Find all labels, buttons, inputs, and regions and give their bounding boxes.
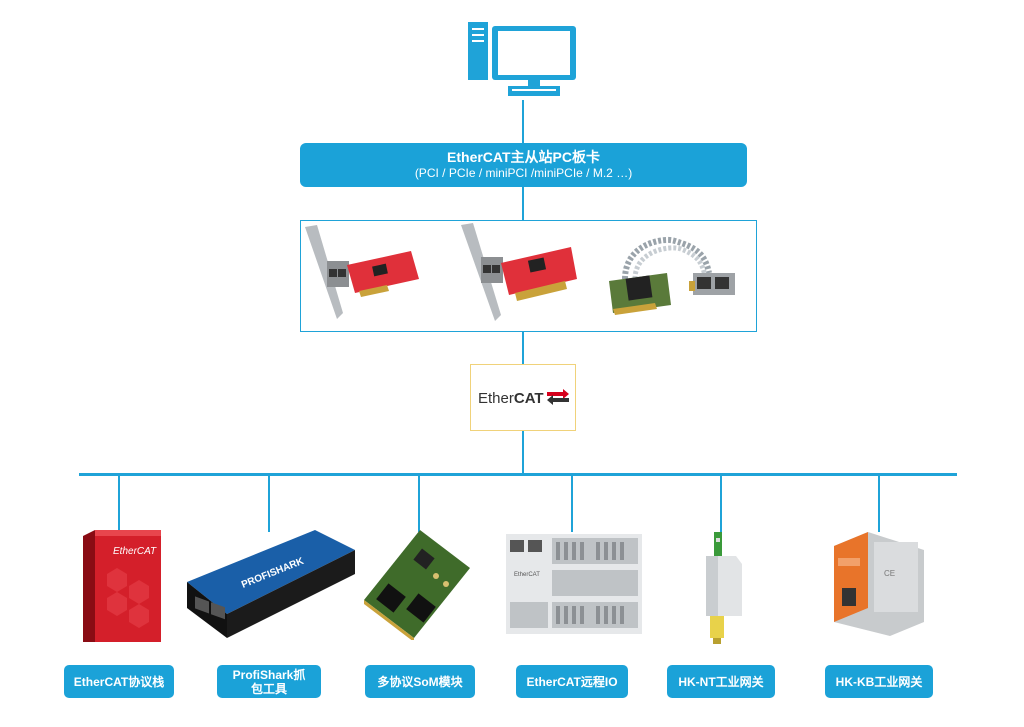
pcie-card-image [305, 225, 419, 319]
minipcie-card-image [609, 236, 735, 315]
label-ethercat-stack: EtherCAT协议栈 [64, 665, 174, 698]
ethercat-stack-box-image: EtherCAT [83, 530, 161, 642]
drop-line-2 [268, 476, 270, 532]
pc-cards-panel [300, 220, 757, 332]
label-som-module: 多协议SoM模块 [365, 665, 475, 698]
pc-board-title: EtherCAT主从站PC板卡 [447, 149, 600, 165]
profishark-image: PROFISHARK [187, 530, 355, 638]
pc-board-banner: EtherCAT主从站PC板卡 (PCI / PCIe / miniPCI /m… [300, 143, 747, 187]
remote-io-box-text: EtherCAT [514, 572, 540, 578]
pc-board-subtitle: (PCI / PCIe / miniPCI /miniPCIe / M.2 …) [414, 166, 633, 180]
ethercat-logo-ether: Ether [478, 390, 514, 407]
svg-text:CE: CE [884, 569, 895, 578]
connector-cards-to-logo [522, 332, 524, 364]
computer-icon [468, 22, 576, 96]
ethercat-logo-cat: CAT [513, 390, 544, 407]
drop-line-4 [571, 476, 573, 532]
ethercat-logo: EtherCAT [478, 390, 544, 407]
bus-line [79, 473, 957, 476]
drop-line-1 [118, 476, 120, 532]
label-remote-io: EtherCAT远程IO [516, 665, 628, 698]
hk-nt-gateway-image [706, 532, 742, 644]
drop-line-6 [878, 476, 880, 532]
ethercat-arrows-icon [547, 389, 569, 405]
drop-line-5 [720, 476, 722, 532]
ethercat-logo-box: EtherCAT [470, 364, 576, 431]
pci-card-image [461, 223, 577, 321]
hk-kb-gateway-image: CE [834, 532, 924, 636]
label-hk-nt-gateway: HK-NT工业网关 [667, 665, 775, 698]
drop-line-3 [418, 476, 420, 532]
connector-banner-to-cards [522, 187, 524, 220]
label-hk-kb-gateway: HK-KB工业网关 [825, 665, 933, 698]
connector-logo-to-bus [522, 431, 524, 474]
label-profishark: ProfiShark抓包工具 [217, 665, 321, 698]
remote-io-image: EtherCAT [506, 534, 642, 634]
ethercat-stack-box-text: EtherCAT [113, 546, 157, 557]
som-module-image [364, 530, 470, 640]
connector-pc-to-banner [522, 100, 524, 143]
